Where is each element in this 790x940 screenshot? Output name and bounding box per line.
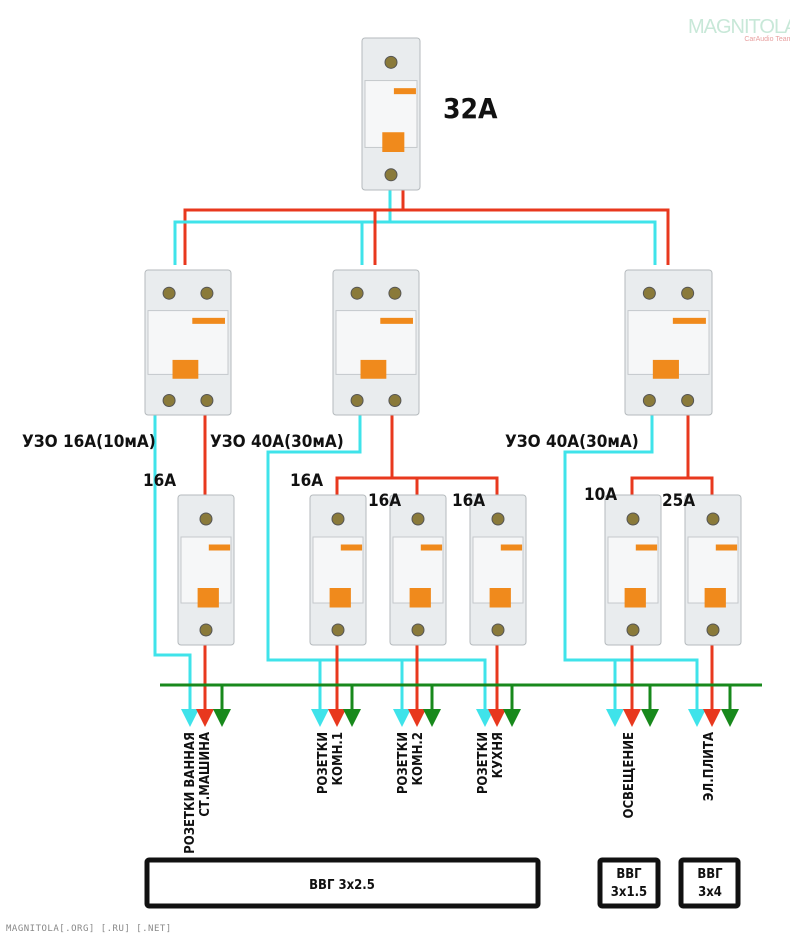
rcd-label-2: УЗО 40А(30мА) [210, 432, 344, 452]
toggle-lever[interactable] [704, 588, 726, 608]
cable-box-3 [678, 857, 741, 909]
circuit-label-5: ОСВЕЩЕНИЕ [622, 732, 637, 819]
rcd-1[interactable] [144, 269, 232, 416]
cable-box-1 [144, 857, 541, 909]
circuit-label-2: РОЗЕТКИ [316, 732, 331, 794]
breaker-rating-4: 16A [452, 491, 485, 511]
circuit-breaker-1[interactable] [177, 494, 235, 646]
breaker-rating-3: 16A [368, 491, 401, 511]
breaker-rating-1: 16A [143, 471, 176, 491]
cable-box-2 [597, 857, 661, 909]
cable-label-1: ВВГ 3х2.5 [309, 878, 375, 893]
toggle-lever[interactable] [197, 588, 219, 608]
rcd-3[interactable] [624, 269, 713, 416]
circuit-breaker-3[interactable] [389, 494, 447, 646]
toggle-lever[interactable] [489, 588, 511, 608]
toggle-lever[interactable] [624, 588, 646, 608]
toggle-lever[interactable] [652, 359, 679, 379]
circuit-breaker-6[interactable] [684, 494, 742, 646]
circuit-breaker-5[interactable] [604, 494, 662, 646]
neutral-wire [563, 415, 706, 727]
cable-label-3b: 3х4 [698, 885, 722, 900]
footer-watermark: MAGNITOLA[.ORG] [.RU] [.NET] [6, 924, 172, 934]
breaker-rating-5: 10A [584, 485, 617, 505]
rcd-2[interactable] [332, 269, 420, 416]
phase-bus [630, 476, 714, 495]
neutral-wire [266, 415, 494, 727]
circuit-label-3-line2: КОМН.2 [411, 732, 426, 786]
circuit-label-4-line2: КУХНЯ [491, 732, 506, 778]
toggle-lever[interactable] [172, 359, 199, 379]
circuit-breaker-2[interactable] [309, 494, 367, 646]
circuit-label-6: ЭЛ.ПЛИТА [702, 732, 717, 801]
toggle-lever[interactable] [382, 132, 405, 152]
rcd-label-3: УЗО 40А(30мА) [505, 432, 639, 452]
breaker-rating-2: 16A [290, 471, 323, 491]
main-breaker[interactable] [361, 37, 421, 191]
circuit-label-4: РОЗЕТКИ [476, 732, 491, 794]
toggle-lever[interactable] [360, 359, 387, 379]
cable-label-2b: 3х1.5 [611, 885, 647, 900]
toggle-lever[interactable] [409, 588, 431, 608]
circuit-label-1: РОЗЕТКИ ВАННАЯ [183, 732, 198, 854]
phase-bus [183, 208, 670, 265]
neutral-bus [173, 220, 657, 265]
circuit-label-2-line2: КОМН.1 [331, 732, 346, 786]
toggle-lever[interactable] [329, 588, 351, 608]
cable-label-3a: ВВГ [697, 867, 723, 882]
circuit-breaker-4[interactable] [469, 494, 527, 646]
cable-label-2a: ВВГ [616, 867, 642, 882]
rcd-label-1: УЗО 16А(10мА) [22, 432, 156, 452]
main-breaker-rating: 32A [443, 92, 498, 125]
breaker-rating-6: 25A [662, 491, 695, 511]
circuit-label-3: РОЗЕТКИ [396, 732, 411, 794]
circuit-label-1-line2: СТ.МАШИНА [198, 732, 213, 817]
